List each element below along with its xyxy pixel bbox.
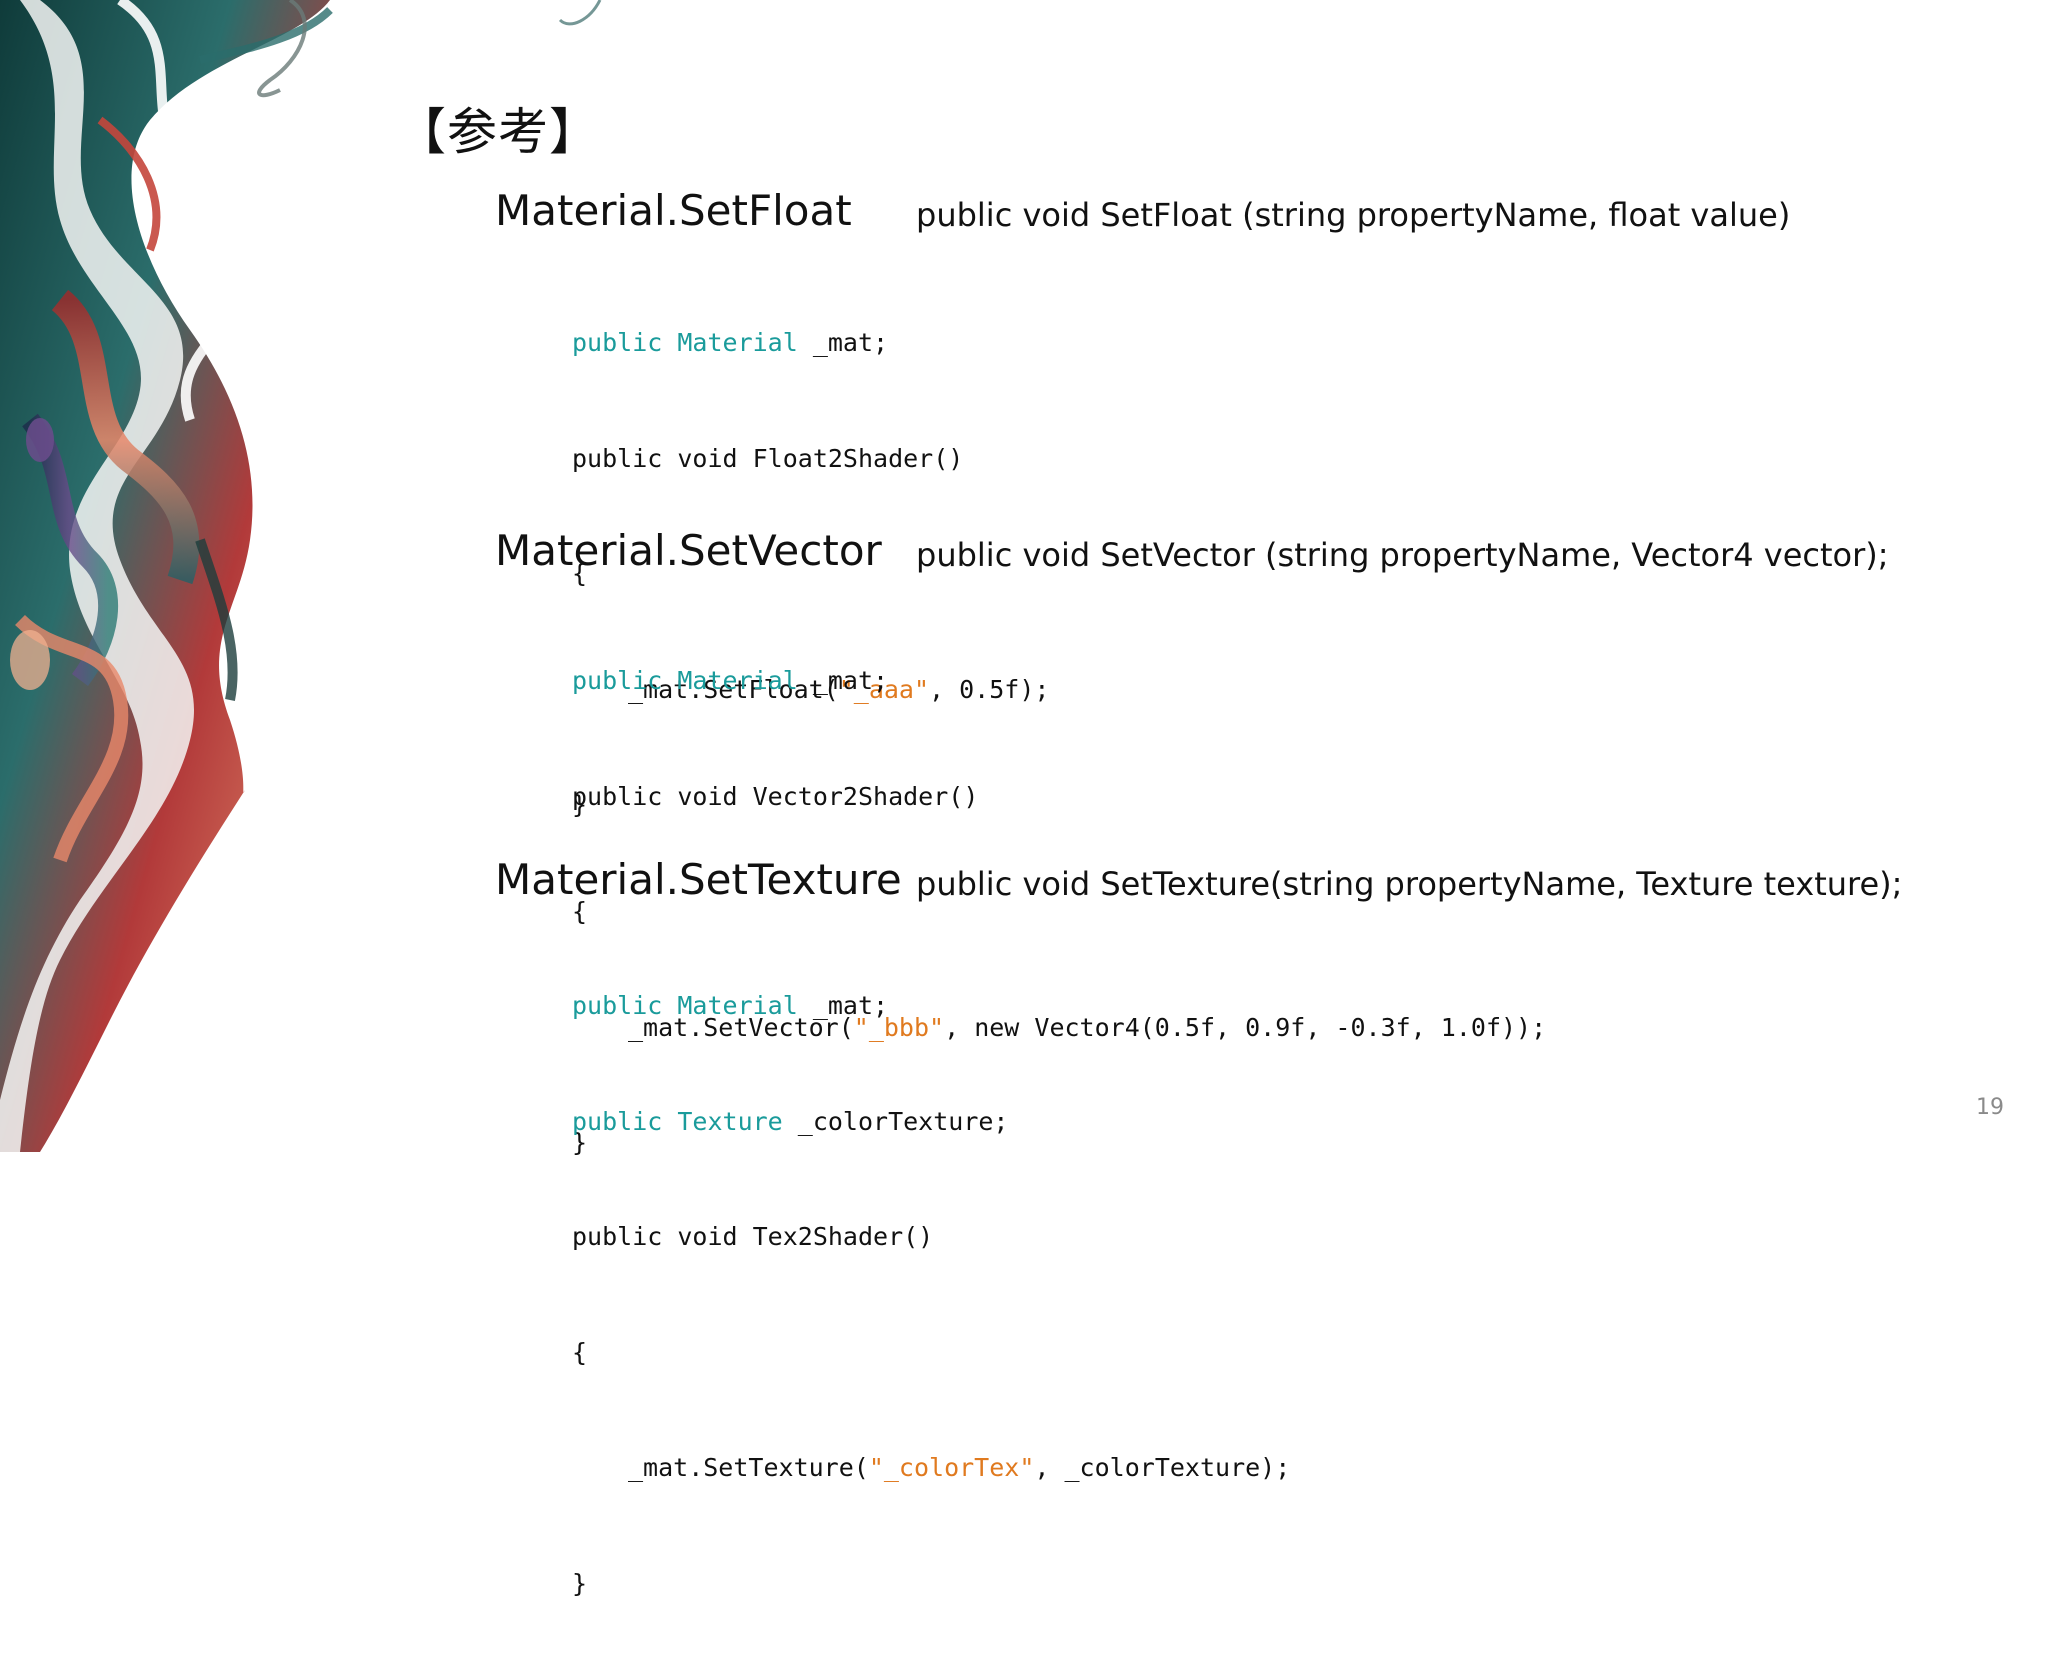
code-text: , _colorTexture); bbox=[1034, 1453, 1291, 1482]
slide: 【参考】 Material.SetFloat public void SetFl… bbox=[0, 0, 2004, 1598]
code-line: } bbox=[572, 1568, 588, 1598]
code-line: public Material _mat; bbox=[572, 324, 1049, 363]
abstract-swirl-artwork bbox=[0, 0, 602, 1152]
section-title-setvector: Material.SetVector bbox=[495, 526, 882, 575]
code-string: "_colorTex" bbox=[868, 1453, 1035, 1482]
code-text: _colorTexture; bbox=[782, 1106, 1009, 1136]
code-line: _mat.SetTexture("_colorTex", _colorTextu… bbox=[572, 1449, 1290, 1488]
code-keyword: public Texture bbox=[572, 1106, 783, 1136]
code-line: } bbox=[572, 1128, 588, 1157]
section-title-settexture: Material.SetTexture bbox=[495, 855, 902, 904]
code-line: { bbox=[572, 559, 588, 588]
slide-heading: 【参考】 bbox=[396, 103, 600, 161]
code-line: public Material _mat; bbox=[572, 987, 1290, 1026]
code-line: { bbox=[572, 897, 588, 926]
code-line: } bbox=[572, 790, 588, 819]
code-line: _mat.SetFloat("_aaa", 0.5f); bbox=[572, 671, 1049, 710]
code-line: public Texture _colorTexture; bbox=[572, 1103, 1290, 1142]
code-text: , new Vector4(0.5f, 0.9f, -0.3f, 1.0f)); bbox=[944, 1012, 1547, 1042]
code-text: _mat.SetTexture( bbox=[628, 1453, 869, 1482]
code-text: _mat; bbox=[797, 991, 889, 1020]
code-text: _mat.SetFloat( bbox=[628, 674, 839, 704]
code-keyword: public Material bbox=[572, 991, 798, 1020]
code-text: _mat; bbox=[797, 666, 889, 695]
page-number: 19 bbox=[1976, 1095, 2004, 1120]
code-text: _mat.SetVector( bbox=[628, 1012, 854, 1042]
code-line: public Material _mat; bbox=[572, 662, 1546, 701]
signature-setvector: public void SetVector (string propertyNa… bbox=[916, 536, 1889, 574]
signature-settexture: public void SetTexture(string propertyNa… bbox=[916, 865, 1903, 903]
code-string: "_aaa" bbox=[838, 674, 930, 704]
code-text: _mat; bbox=[797, 328, 889, 357]
section-title-setfloat: Material.SetFloat bbox=[495, 186, 852, 235]
code-block-setvector: public Material _mat; public void Vector… bbox=[572, 585, 1546, 1240]
code-line: { bbox=[572, 1337, 588, 1367]
code-line: public void Tex2Shader() bbox=[572, 1222, 934, 1251]
code-keyword: public Material bbox=[572, 328, 798, 357]
code-text: , 0.5f); bbox=[929, 674, 1050, 704]
code-keyword: public Material bbox=[572, 666, 798, 695]
code-line: _mat.SetVector("_bbb", new Vector4(0.5f,… bbox=[572, 1009, 1546, 1048]
code-line: public void Vector2Shader() bbox=[572, 781, 979, 811]
code-line: public void Float2Shader() bbox=[572, 443, 964, 473]
code-block-setfloat: public Material _mat; public void Float2… bbox=[572, 247, 1049, 902]
code-block-settexture: public Material _mat; public Texture _co… bbox=[572, 910, 1290, 1680]
code-string: "_bbb" bbox=[853, 1012, 945, 1042]
signature-setfloat: public void SetFloat (string propertyNam… bbox=[916, 196, 1791, 234]
